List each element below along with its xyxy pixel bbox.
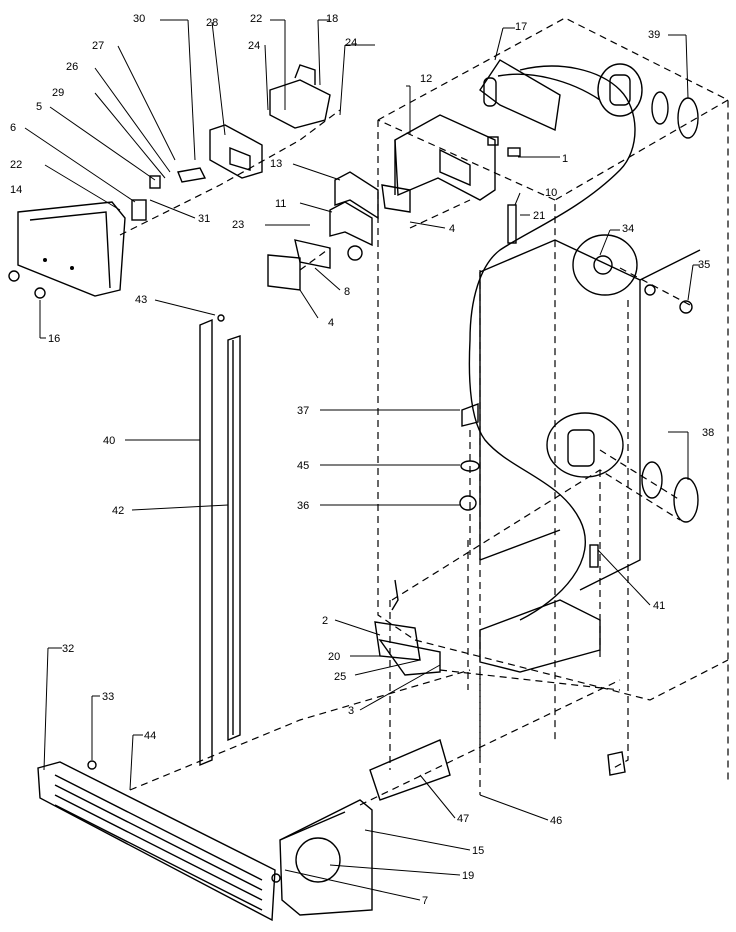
callout-13: 13 bbox=[270, 158, 282, 170]
callout-42: 42 bbox=[112, 505, 124, 517]
wire-harness bbox=[468, 65, 636, 621]
callout-40: 40 bbox=[103, 435, 115, 447]
control-housing-12 bbox=[394, 114, 499, 201]
callout-45: 45 bbox=[297, 460, 309, 472]
callout-14: 14 bbox=[10, 184, 22, 196]
callout-24: 24 bbox=[345, 37, 357, 49]
callout-23: 23 bbox=[232, 219, 244, 231]
cabinet-liner bbox=[391, 239, 701, 611]
callout-32: 32 bbox=[62, 643, 74, 655]
callout-24: 24 bbox=[248, 40, 260, 52]
callout-3: 3 bbox=[348, 705, 354, 717]
callout-34: 34 bbox=[622, 223, 634, 235]
upper-left-parts bbox=[131, 64, 331, 221]
bracket-17 bbox=[479, 59, 561, 132]
callout-17: 17 bbox=[515, 21, 527, 33]
callout-33: 33 bbox=[102, 691, 114, 703]
callout-5: 5 bbox=[36, 101, 42, 113]
callout-11: 11 bbox=[275, 198, 286, 210]
callout-25: 25 bbox=[334, 671, 346, 683]
callout-46: 46 bbox=[550, 815, 562, 827]
callout-18: 18 bbox=[326, 13, 338, 25]
callout-21: 21 bbox=[533, 210, 545, 222]
callout-22: 22 bbox=[10, 159, 22, 171]
right-components bbox=[459, 63, 699, 568]
callout-27: 27 bbox=[92, 40, 104, 52]
pin-1 bbox=[507, 147, 521, 157]
base-grille-32 bbox=[37, 760, 281, 922]
leader-lines bbox=[24, 19, 700, 901]
callout-4: 4 bbox=[328, 317, 334, 329]
callout-26: 26 bbox=[66, 61, 78, 73]
control-panel-14 bbox=[8, 201, 126, 299]
callout-16: 16 bbox=[48, 333, 60, 345]
callout-36: 36 bbox=[297, 500, 309, 512]
callout-28: 28 bbox=[206, 17, 218, 29]
callout-43: 43 bbox=[135, 294, 147, 306]
callout-2: 2 bbox=[322, 615, 328, 627]
callout-44: 44 bbox=[144, 730, 156, 742]
callout-30: 30 bbox=[133, 13, 145, 25]
callout-10: 10 bbox=[545, 187, 557, 199]
fan-shroud-15 bbox=[279, 799, 373, 916]
wire-harness-2 bbox=[497, 73, 601, 101]
callout-6: 6 bbox=[10, 122, 16, 134]
callout-37: 37 bbox=[297, 405, 309, 417]
callout-12: 12 bbox=[420, 73, 432, 85]
lower-components bbox=[369, 599, 626, 801]
callout-8: 8 bbox=[344, 286, 350, 298]
callout-22: 22 bbox=[250, 13, 262, 25]
cabinet-outline bbox=[377, 17, 729, 780]
callout-labels: 30 28 22 18 17 39 27 24 24 26 12 29 5 6 … bbox=[10, 13, 714, 907]
callout-4: 4 bbox=[449, 223, 455, 235]
callout-39: 39 bbox=[648, 29, 660, 41]
callout-15: 15 bbox=[472, 845, 484, 857]
callout-47: 47 bbox=[457, 813, 469, 825]
callout-38: 38 bbox=[702, 427, 714, 439]
callout-31: 31 bbox=[198, 213, 210, 225]
damper-assembly bbox=[267, 171, 411, 291]
callout-20: 20 bbox=[328, 651, 340, 663]
callout-35: 35 bbox=[698, 259, 710, 271]
door-strips bbox=[199, 314, 241, 767]
callout-41: 41 bbox=[653, 600, 665, 612]
callout-19: 19 bbox=[462, 870, 474, 882]
callout-29: 29 bbox=[52, 87, 64, 99]
tube-10 bbox=[507, 204, 517, 244]
callout-7: 7 bbox=[422, 895, 428, 907]
callout-1: 1 bbox=[562, 153, 568, 165]
assembly-lines bbox=[119, 109, 691, 806]
